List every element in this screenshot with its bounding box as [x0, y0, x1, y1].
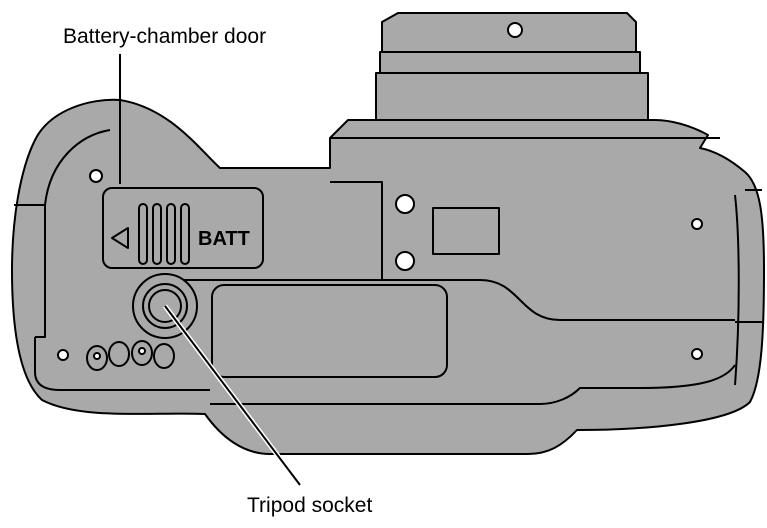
screw-right-bottom — [691, 348, 703, 360]
leader-line-tripod-core — [164, 305, 301, 486]
lens-ring — [379, 51, 641, 74]
camera-body — [11, 98, 765, 455]
screw-center-bottom — [395, 251, 415, 271]
lens-step — [330, 181, 735, 321]
battery-door-arrow — [111, 227, 129, 249]
screw-lens — [507, 22, 523, 38]
battery-door-rib-2 — [152, 203, 162, 265]
terminal-pin-2 — [138, 347, 146, 355]
lens-base — [375, 72, 649, 123]
bottom-contour-right — [210, 364, 736, 405]
battery-door-rib-4 — [180, 203, 190, 265]
terminal-pin-1 — [93, 352, 101, 360]
body-right-end — [734, 194, 740, 386]
battery-door-marking: BATT — [198, 228, 250, 250]
screw-right-top — [691, 218, 703, 230]
battery-door-rib-3 — [166, 203, 176, 265]
battery-door-label: Battery-chamber door — [63, 25, 267, 48]
bottom-contour — [34, 337, 210, 391]
screw-left-bottom — [57, 349, 69, 361]
left-panel — [14, 204, 46, 338]
screw-center-top — [395, 194, 415, 214]
bottom-cover-plate — [211, 284, 448, 378]
lens-panel-window — [432, 207, 500, 255]
body-right-grip — [735, 189, 762, 323]
battery-door-rib-1 — [138, 203, 148, 265]
left-panel-curve — [44, 129, 111, 206]
terminal-2 — [108, 341, 130, 367]
tripod-socket-label: Tripod socket — [247, 494, 373, 517]
screw-left-top — [89, 169, 103, 183]
battery-door[interactable] — [102, 187, 264, 269]
terminal-4 — [153, 343, 175, 369]
